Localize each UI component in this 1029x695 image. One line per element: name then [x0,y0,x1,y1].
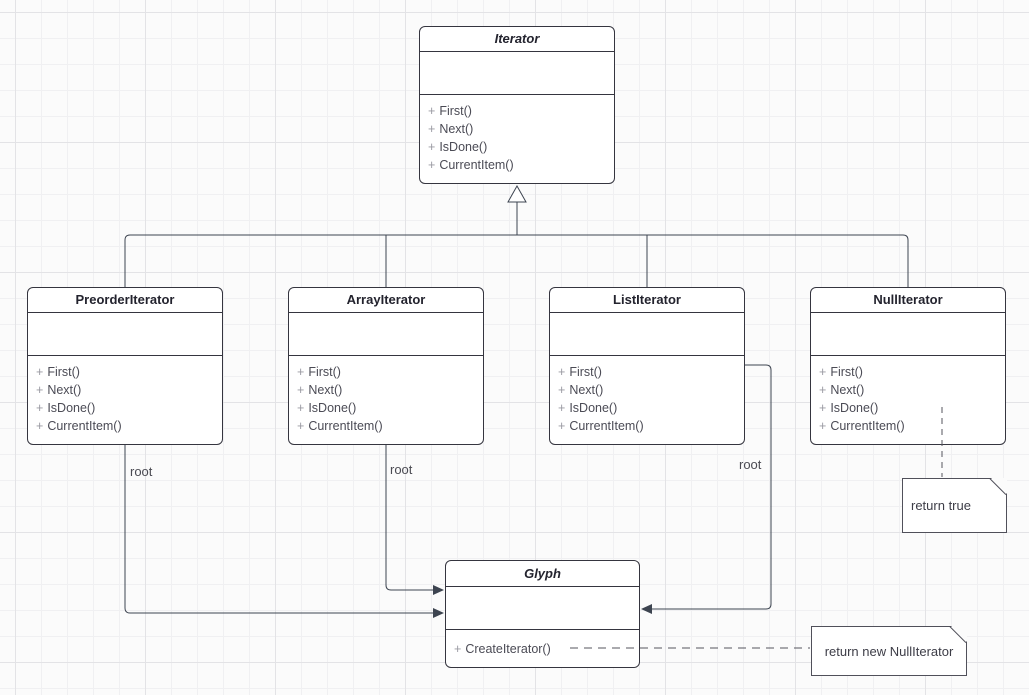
method-row: +CreateIterator() [454,640,633,658]
method-visibility: + [36,419,44,433]
method-visibility: + [36,365,44,379]
class-array-iterator[interactable]: ArrayIterator +First() +Next() +IsDone()… [288,287,484,445]
method-visibility: + [558,401,566,415]
method-visibility: + [819,383,827,397]
class-title: ArrayIterator [289,288,483,313]
connector-label-root-list[interactable]: root [739,457,762,472]
method-row: +CurrentItem() [819,417,999,435]
method-row: +Next() [428,120,608,138]
method-visibility: + [558,383,566,397]
method-row: +First() [558,363,738,381]
note-text: return true [911,498,971,513]
method-label: First() [308,365,341,379]
note-return-new-nulliterator[interactable]: return new NullIterator [811,626,967,676]
class-title: Iterator [420,27,614,52]
note-text: return new NullIterator [824,643,954,659]
class-methods-section: +First() +Next() +IsDone() +CurrentItem(… [289,356,483,435]
class-methods-section: +First() +Next() +IsDone() +CurrentItem(… [28,356,222,435]
class-attributes-section [811,313,1005,356]
note-return-true[interactable]: return true [902,478,1007,533]
method-label: IsDone() [569,401,618,415]
class-list-iterator[interactable]: ListIterator +First() +Next() +IsDone() … [549,287,745,445]
method-visibility: + [428,122,436,136]
method-row: +First() [819,363,999,381]
method-label: CurrentItem() [47,419,122,433]
class-attributes-section [420,52,614,95]
class-iterator[interactable]: Iterator +First() +Next() +IsDone() +Cur… [419,26,615,184]
method-label: IsDone() [439,140,488,154]
generalization-connector[interactable] [124,184,909,287]
method-row: +Next() [558,381,738,399]
connector-label-root-array[interactable]: root [390,462,413,477]
method-row: +CurrentItem() [428,156,608,174]
connector-label-root-preorder[interactable]: root [130,464,153,479]
method-label: CurrentItem() [569,419,644,433]
arrowhead-icon [433,608,444,618]
arrowhead-icon [641,604,652,614]
method-label: CurrentItem() [308,419,383,433]
method-row: +CurrentItem() [558,417,738,435]
method-label: IsDone() [308,401,357,415]
method-visibility: + [558,365,566,379]
class-attributes-section [28,313,222,356]
method-visibility: + [454,642,462,656]
method-visibility: + [428,140,436,154]
method-visibility: + [297,401,305,415]
class-attributes-section [446,587,639,630]
method-row: +Next() [297,381,477,399]
class-methods-section: +First() +Next() +IsDone() +CurrentItem(… [420,95,614,174]
class-title: ListIterator [550,288,744,313]
method-visibility: + [297,419,305,433]
method-row: +First() [428,102,608,120]
method-row: +IsDone() [819,399,999,417]
method-row: +First() [36,363,216,381]
method-visibility: + [36,401,44,415]
method-row: +First() [297,363,477,381]
method-row: +Next() [36,381,216,399]
arrowhead-icon [433,585,444,595]
class-null-iterator[interactable]: NullIterator +First() +Next() +IsDone() … [810,287,1006,445]
method-label: First() [439,104,472,118]
inheritance-triangle-icon [507,184,527,203]
method-row: +IsDone() [297,399,477,417]
method-row: +IsDone() [36,399,216,417]
method-visibility: + [819,401,827,415]
class-methods-section: +First() +Next() +IsDone() +CurrentItem(… [550,356,744,435]
method-label: Next() [830,383,865,397]
class-methods-section: +First() +Next() +IsDone() +CurrentItem(… [811,356,1005,435]
class-attributes-section [289,313,483,356]
method-label: First() [47,365,80,379]
method-label: Next() [308,383,343,397]
method-label: IsDone() [830,401,879,415]
class-title: NullIterator [811,288,1005,313]
method-label: CurrentItem() [439,158,514,172]
method-label: CreateIterator() [465,642,551,656]
class-attributes-section [550,313,744,356]
method-visibility: + [297,365,305,379]
method-visibility: + [558,419,566,433]
method-label: First() [569,365,602,379]
method-label: Next() [439,122,474,136]
method-row: +IsDone() [558,399,738,417]
method-row: +Next() [819,381,999,399]
class-title: PreorderIterator [28,288,222,313]
method-label: Next() [569,383,604,397]
method-row: +CurrentItem() [36,417,216,435]
method-label: IsDone() [47,401,96,415]
method-row: +IsDone() [428,138,608,156]
method-visibility: + [36,383,44,397]
class-glyph[interactable]: Glyph +CreateIterator() [445,560,640,668]
method-visibility: + [297,383,305,397]
method-row: +CurrentItem() [297,417,477,435]
method-visibility: + [819,419,827,433]
method-label: Next() [47,383,82,397]
class-methods-section: +CreateIterator() [446,630,639,658]
class-preorder-iterator[interactable]: PreorderIterator +First() +Next() +IsDon… [27,287,223,445]
method-visibility: + [819,365,827,379]
class-title: Glyph [446,561,639,587]
method-label: First() [830,365,863,379]
method-visibility: + [428,104,436,118]
method-visibility: + [428,158,436,172]
method-label: CurrentItem() [830,419,905,433]
